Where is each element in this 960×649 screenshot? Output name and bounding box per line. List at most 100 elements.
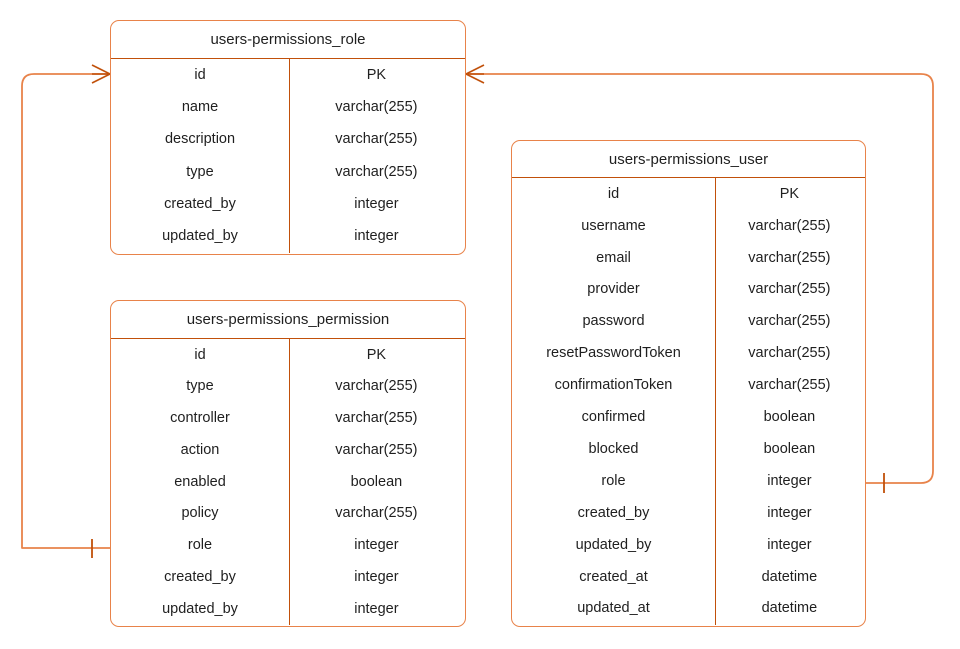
field-type: integer: [354, 600, 399, 617]
field-name: enabled: [174, 473, 226, 490]
field-type: varchar(255): [335, 410, 418, 427]
field-type: integer: [767, 472, 812, 489]
field-type: PK: [779, 185, 800, 202]
field-name: confirmationToken: [554, 377, 673, 394]
field-name: updated_by: [575, 536, 652, 553]
table-row[interactable]: created_by integer: [111, 188, 465, 220]
field-type: integer: [767, 504, 812, 521]
field-name: provider: [587, 281, 640, 298]
field-type: varchar(255): [335, 441, 418, 458]
table-row[interactable]: policy varchar(255): [111, 498, 465, 530]
field-name: controller: [170, 410, 230, 427]
entity-rows-permission: id PK type varchar(255) controller varch…: [111, 339, 465, 625]
crowsfoot-marker-role-left: [91, 64, 111, 84]
table-row[interactable]: password varchar(255): [512, 306, 865, 338]
entity-role[interactable]: users-permissions_role id PK name varcha…: [110, 20, 466, 255]
field-type: varchar(255): [748, 249, 831, 266]
field-type: datetime: [761, 600, 818, 617]
table-row[interactable]: updated_by integer: [512, 529, 865, 561]
column-divider: [289, 339, 291, 625]
field-type: datetime: [761, 568, 818, 585]
field-type: varchar(255): [748, 217, 831, 234]
field-type: PK: [366, 346, 387, 363]
entity-title-user: users-permissions_user: [512, 141, 865, 178]
field-name: created_by: [577, 504, 650, 521]
table-row[interactable]: created_by integer: [512, 497, 865, 529]
table-row[interactable]: updated_by integer: [111, 593, 465, 625]
table-row[interactable]: confirmed boolean: [512, 401, 865, 433]
field-type: boolean: [350, 473, 403, 490]
field-type: varchar(255): [748, 313, 831, 330]
table-row[interactable]: confirmationToken varchar(255): [512, 369, 865, 401]
table-row[interactable]: role integer: [512, 465, 865, 497]
field-name: type: [186, 378, 214, 395]
field-name: id: [607, 185, 620, 202]
field-type: varchar(255): [335, 163, 418, 180]
field-type: boolean: [763, 440, 816, 457]
table-row[interactable]: resetPasswordToken varchar(255): [512, 338, 865, 370]
table-row[interactable]: action varchar(255): [111, 434, 465, 466]
field-type: varchar(255): [335, 378, 418, 395]
table-row[interactable]: type varchar(255): [111, 371, 465, 403]
table-row[interactable]: created_at datetime: [512, 561, 865, 593]
field-type: integer: [354, 228, 399, 245]
table-row[interactable]: id PK: [512, 178, 865, 210]
field-type: integer: [354, 568, 399, 585]
field-type: varchar(255): [335, 99, 418, 116]
table-row[interactable]: created_by integer: [111, 561, 465, 593]
table-row[interactable]: username varchar(255): [512, 210, 865, 242]
field-name: policy: [181, 505, 219, 522]
table-row[interactable]: updated_by integer: [111, 220, 465, 252]
field-type: varchar(255): [748, 281, 831, 298]
field-name: name: [181, 99, 219, 116]
table-row[interactable]: provider varchar(255): [512, 274, 865, 306]
field-type: integer: [354, 537, 399, 554]
field-name: username: [581, 217, 646, 234]
entity-permission[interactable]: users-permissions_permission id PK type …: [110, 300, 466, 627]
connector-permission-role: [21, 73, 111, 549]
field-name: updated_at: [577, 600, 650, 617]
field-type: boolean: [763, 409, 816, 426]
crowsfoot-marker-role-right: [465, 64, 485, 84]
field-type: varchar(255): [335, 131, 418, 148]
field-type: varchar(255): [748, 345, 831, 362]
field-name: type: [186, 163, 214, 180]
table-row[interactable]: name varchar(255): [111, 91, 465, 123]
field-name: resetPasswordToken: [546, 345, 681, 362]
table-row[interactable]: id PK: [111, 59, 465, 91]
entity-rows-user: id PK username varchar(255) email varcha…: [512, 178, 865, 625]
field-type: varchar(255): [748, 377, 831, 394]
table-row[interactable]: type varchar(255): [111, 156, 465, 188]
field-name: updated_by: [162, 228, 238, 245]
field-name: role: [187, 537, 213, 554]
field-name: role: [601, 472, 626, 489]
table-row[interactable]: email varchar(255): [512, 242, 865, 274]
table-row[interactable]: updated_at datetime: [512, 593, 865, 625]
entity-user[interactable]: users-permissions_user id PK username va…: [511, 140, 866, 627]
entity-title-role: users-permissions_role: [111, 21, 465, 59]
field-name: description: [164, 131, 236, 148]
table-row[interactable]: id PK: [111, 339, 465, 371]
field-name: confirmed: [581, 409, 646, 426]
field-name: created_by: [164, 568, 236, 585]
table-row[interactable]: enabled boolean: [111, 466, 465, 498]
field-name: updated_by: [162, 600, 238, 617]
field-name: id: [194, 346, 206, 363]
field-type: varchar(255): [335, 505, 418, 522]
field-name: created_at: [579, 568, 648, 585]
table-row[interactable]: description varchar(255): [111, 124, 465, 156]
entity-rows-role: id PK name varchar(255) description varc…: [111, 59, 465, 253]
field-type: integer: [354, 196, 399, 213]
table-row[interactable]: controller varchar(255): [111, 403, 465, 435]
field-type: integer: [767, 536, 812, 553]
entity-title-permission: users-permissions_permission: [111, 301, 465, 339]
table-row[interactable]: blocked boolean: [512, 433, 865, 465]
field-name: id: [194, 66, 206, 83]
column-divider: [715, 178, 717, 625]
field-name: action: [180, 441, 220, 458]
table-row[interactable]: role integer: [111, 530, 465, 562]
column-divider: [289, 59, 291, 253]
field-name: password: [582, 313, 645, 330]
field-name: email: [596, 249, 631, 266]
